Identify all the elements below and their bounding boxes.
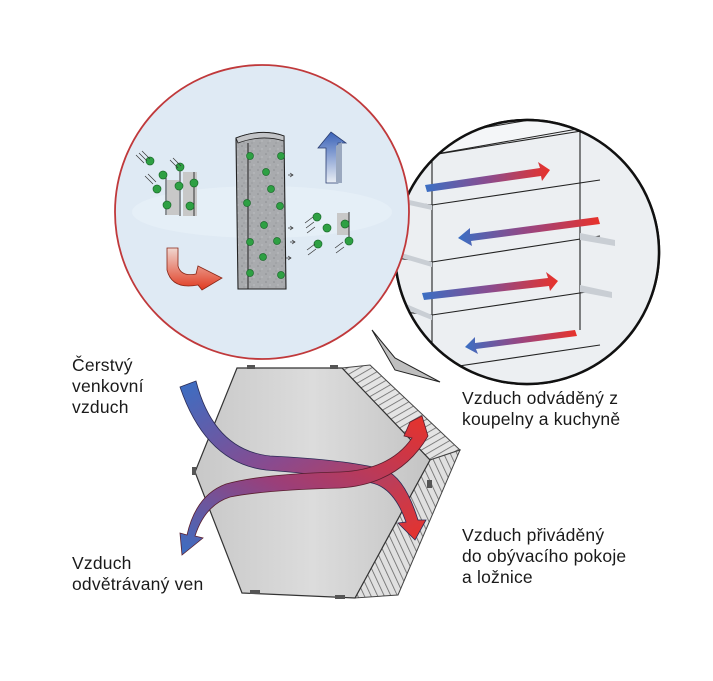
moisture-transfer-inset <box>114 64 410 360</box>
membrane-block <box>235 131 287 290</box>
label-fresh-outdoor-air: Čerstvý venkovní vzduch <box>72 355 144 417</box>
plate-flow-arrow-4 <box>465 330 577 354</box>
plate-flow-arrow-2 <box>458 217 600 246</box>
plate-flow-arrow-1 <box>425 162 550 192</box>
label-air-supplied: Vzduch přiváděný do obývacího pokoje a l… <box>462 525 627 587</box>
motion-marks <box>135 150 345 261</box>
label-air-extracted: Vzduch odváděný z koupelny a kuchyně <box>462 388 621 429</box>
water-molecules <box>145 152 354 279</box>
plate-flow-arrow-3 <box>422 272 558 300</box>
plate-exchanger-inset <box>371 118 661 386</box>
airflow-arrows <box>179 380 429 556</box>
warm-air-curved-arrow <box>166 247 223 291</box>
label-air-vented-out: Vzduch odvětrávaný ven <box>72 553 204 594</box>
fresh-air-arrow <box>179 380 427 541</box>
exhaust-air-arrow <box>179 415 429 556</box>
